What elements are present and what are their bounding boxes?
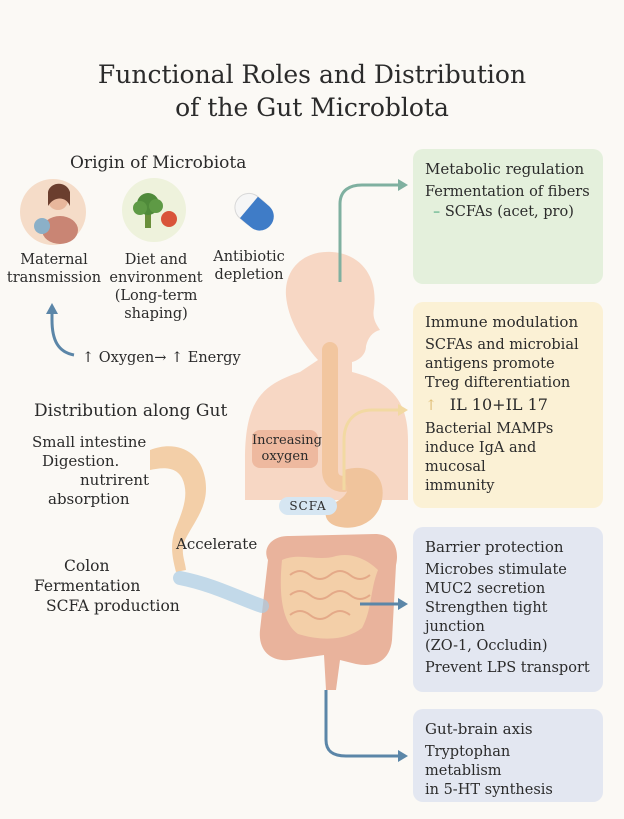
diet-label: Diet and environment (Long-term shaping) [104,251,208,323]
arrow-to-gutbrain-head [398,750,408,762]
arrow-to-immune-head [398,404,408,416]
gutbrain-line-2: in 5-HT synthesis [425,782,553,798]
dash-icon: – [433,203,441,220]
diet-line-2: environment [109,270,203,286]
origin-heading: Origin of Microbiota [70,153,247,173]
diet-line-1: Diet and [124,252,188,268]
origin-curved-arrow [50,312,75,357]
diet-line-4: shaping) [124,306,188,322]
antibiotic-label: Antibiotic depletion [204,248,294,284]
barrier-line-2: MUC2 secretion [425,581,546,597]
colon-label: Colon Fermentation SCFA production [34,556,194,616]
barrier-line-4: (ZO-1, Occludin) [425,638,548,654]
immune-line-4: IL 10+IL 17 [449,395,548,414]
origin-curved-arrow-head [46,303,58,314]
maternal-line-1: Maternal [20,252,88,268]
scfa-badge: SCFA [279,497,337,515]
colon-line-3: SCFA production [46,597,180,615]
title-line-2: of the Gut Microblota [175,93,449,122]
maternal-line-2: transmission [6,270,102,286]
colon-line-2: Fermentation [34,577,141,595]
immune-line-1: SCFAs and microbial [425,337,579,353]
immune-heading: Immune modulation [425,313,579,331]
gutbrain-heading: Gut-brain axis [425,720,533,738]
arrow-to-immune [342,408,398,490]
small-intestine-label: Small intestine Digestion. nutrirent abs… [32,433,182,509]
arrow-to-metabolic [338,183,398,282]
increasing-oxygen-line-2: oxygen [261,449,309,464]
small-intestine-line-2: Digestion. [42,452,120,470]
arrow-to-metabolic-head [398,179,408,191]
distribution-heading: Distribution along Gut [34,401,228,421]
increasing-oxygen-line-1: Increasing [252,433,322,448]
small-intestine-line-1: Small intestine [32,433,147,451]
immune-line-3: Treg difterentiation [425,375,571,391]
barrier-heading: Barrier protection [425,538,564,556]
immune-line-6: induce IgA and mucosal [425,440,537,475]
metabolic-regulation-box: Metabolic regulation Fermentation of fib… [413,149,603,284]
increasing-oxygen-badge: Increasing oxygen [252,430,322,468]
page-title: Functional Roles and Distribution of the… [0,58,624,124]
metabolic-line-2-row: – SCFAs (acet, pro) [425,202,591,222]
metabolic-line-1: Fermentation of fibers [425,184,590,200]
barrier-line-5: Prevent LPS transport [425,660,590,676]
arrow-to-gutbrain [324,690,398,758]
colon-line-1: Colon [64,557,110,575]
immune-line-5: Bacterial MAMPs [425,421,554,437]
maternal-label: Maternal transmission [2,251,106,287]
antibiotic-line-1: Antibiotic [213,249,285,265]
esophagus [322,342,352,492]
arrow-to-barrier-head [398,598,408,610]
maternal-icon [20,179,86,245]
immune-line-4-row: ↑ IL 10+IL 17 [425,395,591,416]
up-arrow-icon: ↑ [425,398,438,414]
colon-glow-arrow [173,571,269,613]
barrier-line-1: Microbes stimulate [425,562,567,578]
small-intestine-illustration [150,446,206,572]
diet-line-3: (Long-term [114,288,198,304]
oxygen-energy-label: ↑ Oxygen→ ↑ Energy [82,350,241,366]
colon-illustration [259,534,398,690]
small-intestine-line-4: absorption [48,490,130,508]
metabolic-line-2: SCFAs (acet, pro) [444,204,574,220]
title-line-1: Functional Roles and Distribution [97,60,527,89]
barrier-protection-box: Barrier protection Microbes stimulate MU… [413,527,603,692]
stomach [325,467,383,528]
immune-line-7: immunity [425,478,495,494]
immune-line-2: antigens promote [425,356,555,372]
barrier-line-3: Strengthen tight junction [425,600,548,635]
immune-modulation-box: Immune modulation SCFAs and microbial an… [413,302,603,508]
antibiotic-line-2: depletion [214,267,284,283]
gutbrain-line-1: Tryptophan metablism [425,744,511,779]
small-intestine-line-3: nutrirent [80,471,150,489]
accelerate-label: Accelerate [176,535,258,553]
gut-brain-axis-box: Gut-brain axis Tryptophan metablism in 5… [413,709,603,802]
diet-icon [122,178,186,242]
pill-icon [234,192,274,231]
metabolic-heading: Metabolic regulation [425,160,585,178]
